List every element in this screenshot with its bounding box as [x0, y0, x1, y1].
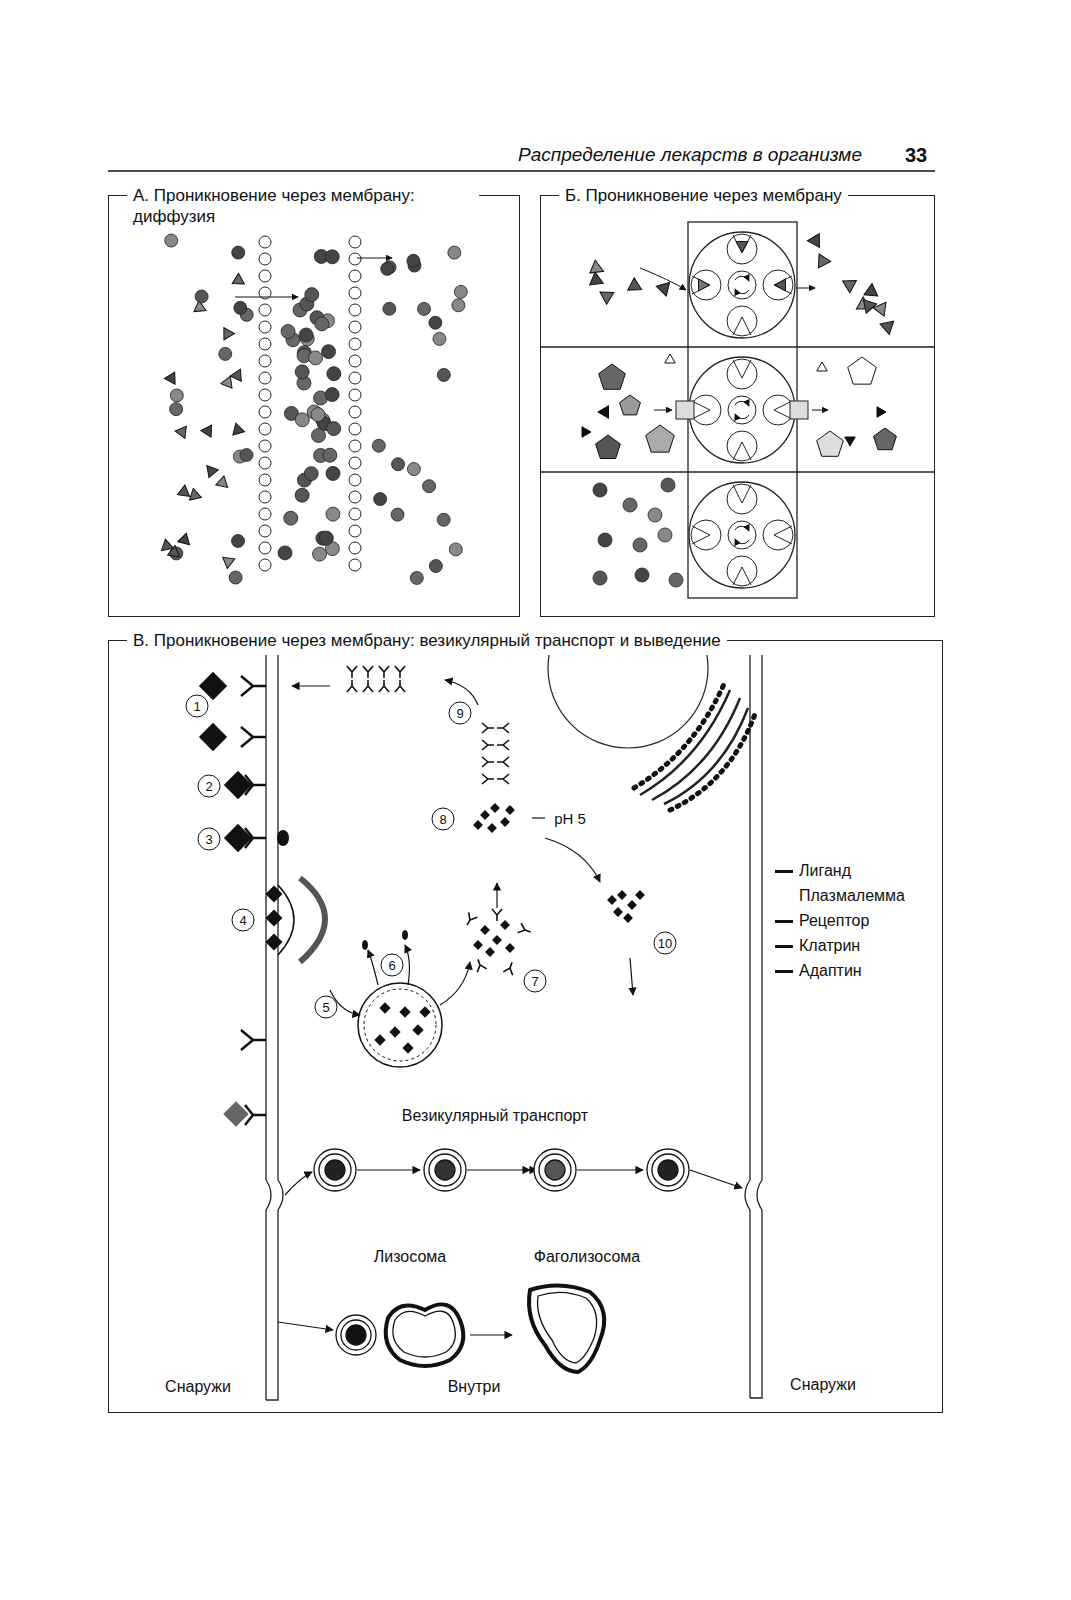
page-number: 33: [903, 144, 929, 167]
panel-vesicular: В. Проникновение через мембрану: везикул…: [108, 640, 943, 1413]
legend-text: Рецептор: [799, 912, 869, 929]
legend-item: Клатрин: [775, 933, 905, 958]
panel-heading: Б. Проникновение через мембрану: [559, 185, 848, 206]
endosome: [358, 983, 442, 1067]
callout-number: 7: [524, 970, 547, 993]
receptors: [241, 676, 266, 1125]
ph-leader: [532, 817, 545, 818]
legend-sample: [775, 970, 793, 973]
flow-arrows: [278, 680, 742, 1335]
section-label: Везикулярный транспорт: [400, 1107, 590, 1125]
legend-sample: [775, 870, 793, 873]
side-label: Внутри: [446, 1378, 503, 1396]
callout-number: 3: [198, 828, 221, 851]
running-head: Распределение лекарств в организме: [516, 144, 864, 166]
callout-number: 2: [198, 775, 221, 798]
endoplasmic-reticulum: [640, 690, 748, 804]
callout-number: 9: [449, 702, 472, 725]
ph-label: pH 5: [552, 810, 588, 827]
callout-number: 5: [315, 996, 338, 1019]
callout-number: 4: [232, 909, 255, 932]
adaptor-cap: [277, 830, 289, 846]
endosome-coat: [364, 989, 436, 1061]
legend-sample: [775, 945, 793, 948]
side-label: Снаружи: [788, 1376, 858, 1394]
panel-diffusion: А. Проникновение через мембрану: диффузи…: [108, 195, 520, 617]
ribosomes: [634, 684, 755, 810]
legend-item: Лиганд: [775, 858, 905, 883]
plasma-membrane: [266, 655, 762, 1400]
legend-item: Адаптин: [775, 958, 905, 983]
diffusion-particles: [159, 234, 467, 584]
legend-text: Плазмалемма: [799, 887, 905, 904]
lysosome-row: [336, 1285, 604, 1372]
carrier-proteins: [582, 232, 896, 588]
panel-carrier: Б. Проникновение через мембрану: [540, 195, 935, 617]
carrier-column: [540, 222, 935, 598]
callout-number: 10: [654, 932, 677, 955]
panel-heading: А. Проникновение через мембрану: диффузи…: [127, 185, 479, 227]
ligand-clusters: [347, 666, 645, 1054]
panel-heading: В. Проникновение через мембрану: везикул…: [127, 630, 727, 651]
organelle-label: Лизосома: [372, 1248, 448, 1266]
callout-number: 6: [381, 954, 404, 977]
organelle-label: Фаголизосома: [532, 1248, 642, 1266]
clathrin-coat: [300, 878, 325, 962]
legend-text: Лиганд: [799, 862, 851, 879]
legend-text: Адаптин: [799, 962, 862, 979]
header-rule: [108, 170, 935, 172]
callout-number: 8: [432, 808, 455, 831]
legend-item: Плазмалемма: [775, 883, 905, 908]
side-label: Снаружи: [163, 1378, 233, 1396]
legend-sample: [775, 920, 793, 923]
callout-number: 1: [186, 695, 209, 718]
transport-vesicles: [314, 1149, 689, 1191]
nucleus: [548, 655, 708, 748]
legend: ЛигандПлазмалеммаРецепторКлатринАдаптин: [775, 858, 905, 983]
ligand-diamonds: [199, 672, 252, 1127]
pit-ligands: [266, 886, 283, 951]
legend-text: Клатрин: [799, 937, 860, 954]
legend-item: Рецептор: [775, 908, 905, 933]
